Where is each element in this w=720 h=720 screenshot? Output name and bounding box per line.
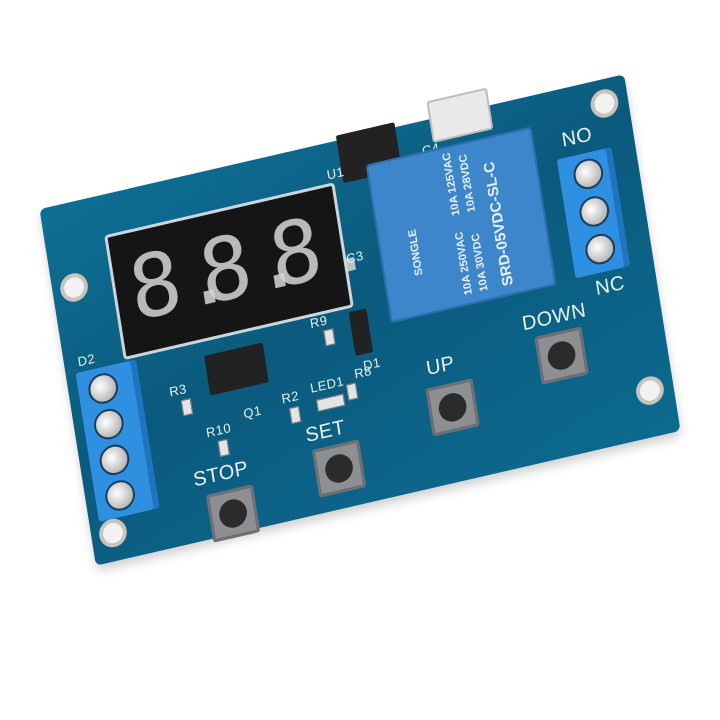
stop-button-cap[interactable] (217, 496, 249, 531)
mounting-hole-top-right (588, 86, 621, 121)
diode-d1 (348, 308, 374, 356)
optocoupler-chip (204, 342, 269, 396)
led1 (316, 393, 346, 412)
label-up: UP (424, 351, 457, 381)
label-d2: D2 (76, 350, 97, 370)
up-button-cap[interactable] (436, 390, 469, 425)
pcb-board: 8. 8. 8. U1 C4 C3 SONGLE 10A 250VAC 10A … (39, 74, 681, 566)
input-screw-4 (103, 477, 138, 514)
label-r2: R2 (280, 387, 300, 407)
down-button[interactable] (534, 326, 589, 385)
resistor-r8 (346, 382, 359, 401)
display-digit-1: 8. (122, 219, 240, 342)
input-screw-3 (97, 441, 132, 479)
resistor-r9 (323, 328, 336, 347)
label-r8: R8 (353, 362, 373, 382)
stop-button[interactable] (205, 484, 261, 543)
input-terminal-block (75, 359, 160, 522)
output-terminal-block (556, 147, 631, 279)
up-button[interactable] (425, 378, 480, 437)
label-q1: Q1 (242, 402, 263, 422)
micro-usb-port (426, 87, 494, 144)
label-r9: R9 (308, 312, 329, 332)
label-nc: NC (593, 271, 627, 301)
terminal-screw-com (577, 193, 612, 230)
label-r3: R3 (168, 380, 188, 400)
label-r10: R10 (205, 419, 233, 441)
label-led1: LED1 (309, 373, 346, 396)
terminal-screw-nc (583, 230, 618, 268)
input-screw-1 (86, 370, 121, 407)
set-button-cap[interactable] (323, 451, 355, 486)
mounting-hole-bottom-right (634, 373, 666, 408)
label-no: NO (560, 123, 594, 152)
set-button[interactable] (311, 439, 367, 498)
resistor-r10 (217, 438, 230, 457)
mounting-hole-top-left (58, 270, 90, 305)
resistor-r2 (289, 405, 302, 425)
seven-segment-display: 8. 8. 8. (104, 182, 379, 361)
relay-brand: SONGLE (406, 228, 426, 277)
down-button-cap[interactable] (545, 338, 578, 373)
resistor-r3 (180, 398, 194, 417)
terminal-screw-no (571, 155, 606, 193)
input-screw-2 (91, 405, 126, 443)
